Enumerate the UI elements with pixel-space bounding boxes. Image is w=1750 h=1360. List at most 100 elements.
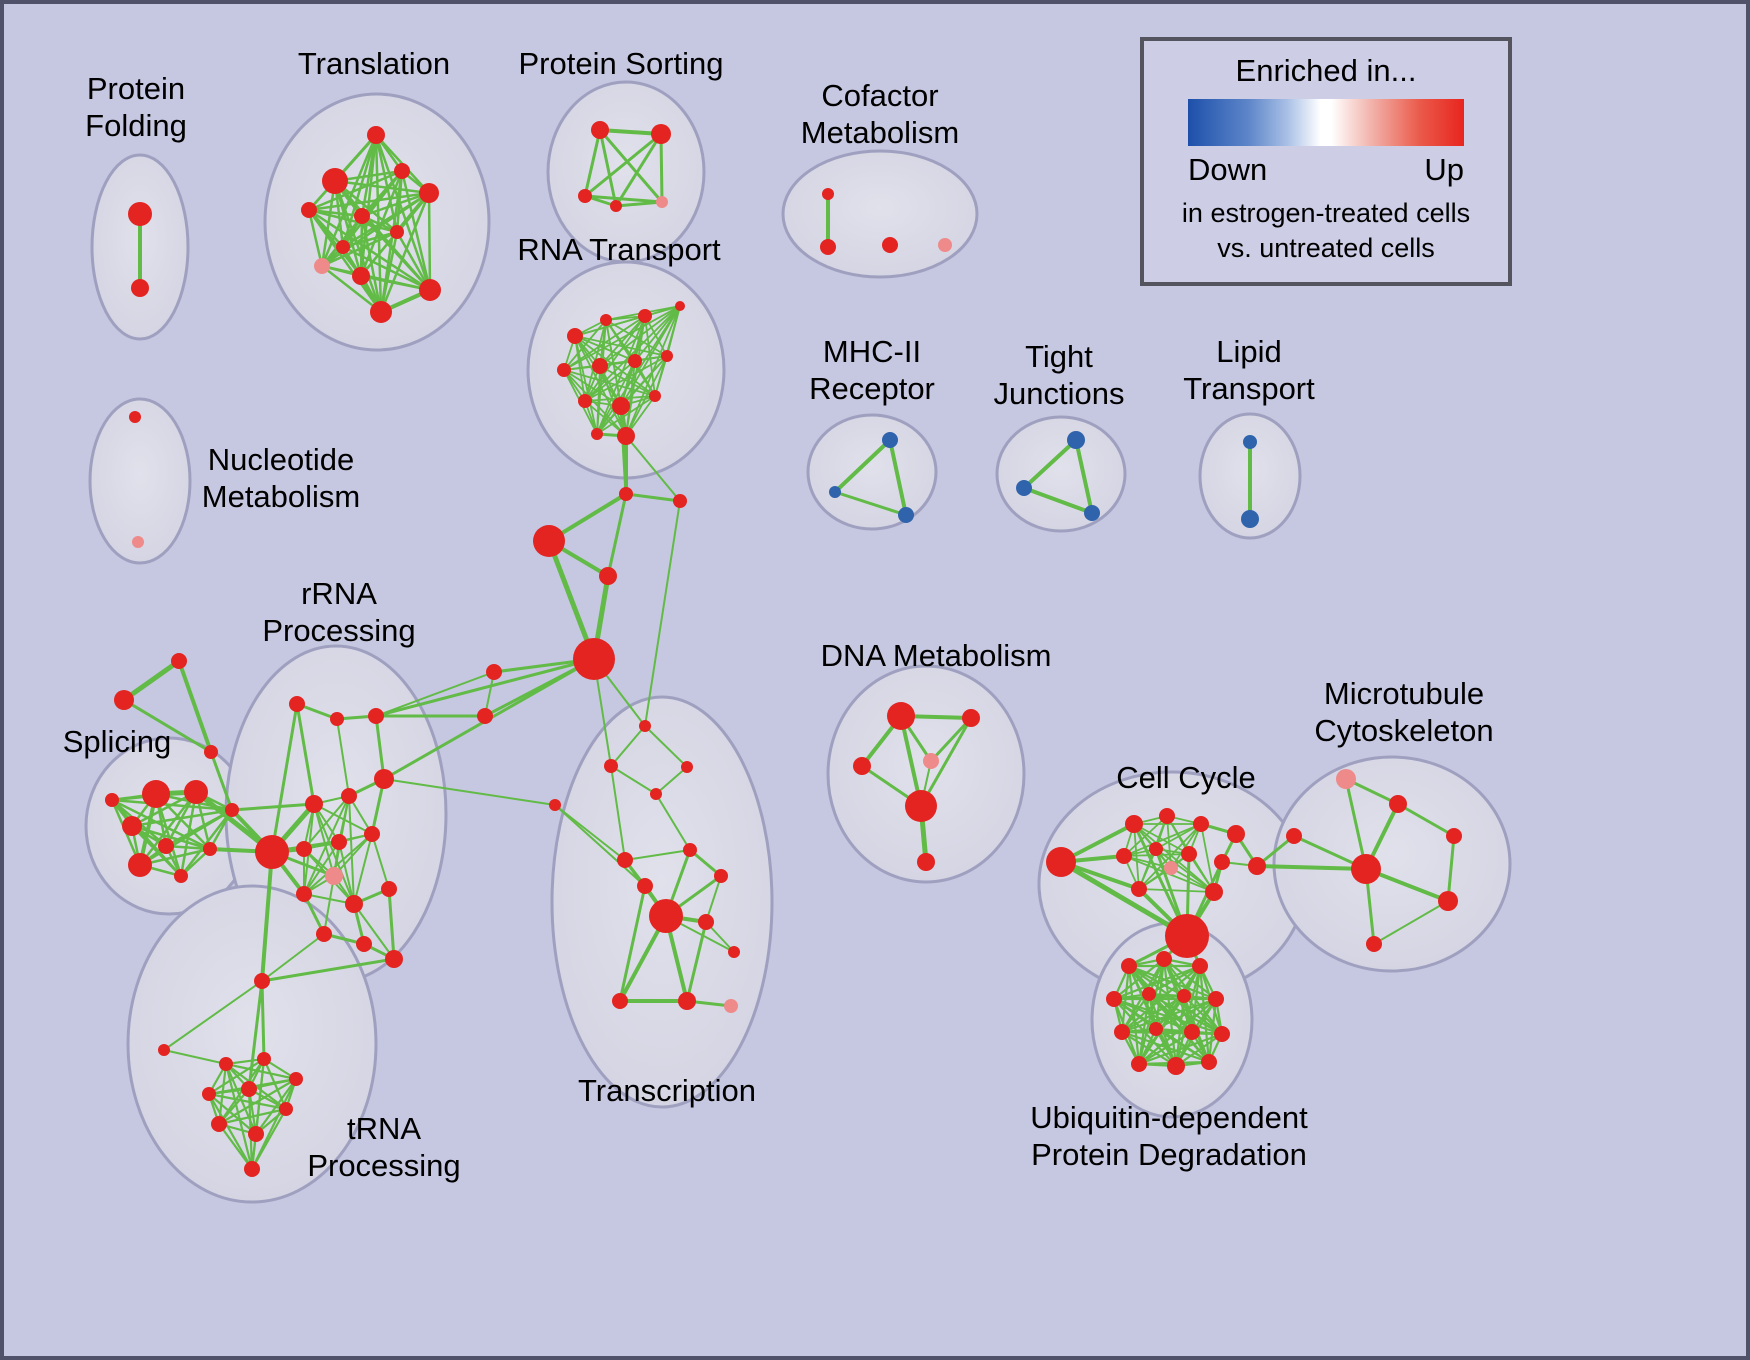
geneset-node-u2 bbox=[114, 690, 134, 710]
geneset-node-tj2 bbox=[1016, 480, 1032, 496]
edge-rr14-rr17 bbox=[387, 887, 396, 961]
legend-gradient-bar bbox=[1188, 99, 1464, 146]
geneset-node-ps4 bbox=[610, 200, 622, 212]
edge-t1-t11 bbox=[374, 133, 432, 292]
edge-rr17-tp1 bbox=[260, 957, 396, 983]
edge-tj1-tj2 bbox=[1022, 438, 1078, 490]
edge-rr7-rr1 bbox=[270, 702, 299, 854]
edge-tr10-tr13 bbox=[685, 920, 708, 1003]
geneset-node-ub7 bbox=[1208, 991, 1224, 1007]
edge-ub7-ub8 bbox=[1120, 997, 1218, 1034]
geneset-node-x6 bbox=[486, 664, 502, 680]
geneset-node-ub5 bbox=[1142, 987, 1156, 1001]
edge-rr2-rr5 bbox=[336, 718, 350, 797]
edge-rt7-rt9 bbox=[584, 360, 636, 402]
geneset-node-cf4 bbox=[938, 238, 952, 252]
edge-tp1-tp7 bbox=[247, 979, 264, 1091]
edge-rr10-rr11 bbox=[333, 833, 373, 877]
edge-rt4-rt5 bbox=[563, 305, 681, 371]
geneset-node-cc1 bbox=[1046, 847, 1076, 877]
edge-rr10-rr12 bbox=[303, 833, 373, 895]
geneset-node-m2 bbox=[829, 486, 841, 498]
geneset-node-x7 bbox=[477, 708, 493, 724]
cluster-label-nucleotide-metabolism: Metabolism bbox=[202, 479, 361, 514]
geneset-node-u1 bbox=[171, 653, 187, 669]
geneset-node-tp8 bbox=[279, 1102, 293, 1116]
edge-tp9-tp11 bbox=[217, 1122, 254, 1171]
node-layer bbox=[105, 121, 1462, 1177]
geneset-node-dn4 bbox=[923, 753, 939, 769]
edge-t2-t5 bbox=[333, 179, 431, 195]
edge-x2-x5 bbox=[546, 538, 597, 662]
cluster-label-cofactor-metabolism: Cofactor bbox=[821, 78, 938, 113]
geneset-node-rr17 bbox=[385, 950, 403, 968]
geneset-node-rt4 bbox=[675, 301, 685, 311]
edge-rr3-rr6 bbox=[374, 714, 386, 781]
geneset-node-sp1 bbox=[142, 780, 170, 808]
edge-x1-x4 bbox=[606, 492, 628, 578]
legend-caption-line1: in estrogen-treated cells bbox=[1181, 198, 1471, 228]
edge-rt4-rt7 bbox=[634, 305, 681, 362]
edge-rr4-rr11 bbox=[313, 803, 335, 877]
edge-rt1-rt7 bbox=[574, 335, 636, 362]
edge-t3-t4 bbox=[307, 169, 404, 212]
geneset-node-x8 bbox=[549, 799, 561, 811]
edge-tp6-tp10 bbox=[207, 1092, 258, 1136]
geneset-node-cc2 bbox=[1125, 815, 1143, 833]
geneset-node-rt3 bbox=[638, 309, 652, 323]
edge-ps2-ps5 bbox=[659, 132, 664, 204]
geneset-node-t9 bbox=[314, 258, 330, 274]
edge-dn2-dn4 bbox=[929, 716, 973, 763]
geneset-node-tp4 bbox=[257, 1052, 271, 1066]
geneset-node-tp5 bbox=[289, 1072, 303, 1086]
edge-t7-t10 bbox=[359, 230, 399, 278]
cluster-label-trna-processing: tRNA bbox=[347, 1111, 421, 1146]
geneset-node-nm1 bbox=[129, 411, 141, 423]
cluster-ellipse-microtubule-cytoskeleton bbox=[1272, 755, 1512, 973]
edge-ps4-ps5 bbox=[614, 200, 664, 208]
geneset-node-rr1 bbox=[289, 696, 305, 712]
edge-cc4-cc11 bbox=[1138, 823, 1202, 890]
geneset-node-tp2 bbox=[158, 1044, 170, 1056]
edge-rr7-tp1 bbox=[260, 850, 274, 983]
legend-end-labels: Down Up bbox=[1162, 152, 1490, 188]
geneset-node-tr11 bbox=[728, 946, 740, 958]
edge-t8-t11 bbox=[341, 245, 432, 292]
edge-rt2-rt5 bbox=[563, 319, 607, 371]
geneset-node-lt2 bbox=[1241, 510, 1259, 528]
geneset-node-sp5 bbox=[128, 853, 152, 877]
edge-t6-t11 bbox=[360, 214, 432, 292]
edge-cc14-mt4 bbox=[1255, 864, 1368, 871]
edge-u3-sp8 bbox=[209, 750, 234, 812]
edge-t2-t7 bbox=[333, 179, 399, 234]
geneset-node-cc13 bbox=[1165, 914, 1209, 958]
edge-ub10-ub12 bbox=[1137, 1030, 1194, 1066]
edge-rt3-rt6 bbox=[599, 315, 646, 367]
edge-rt7-rt13 bbox=[596, 360, 636, 435]
cluster-label-protein-sorting: Protein Sorting bbox=[518, 46, 723, 81]
geneset-node-cf1 bbox=[822, 188, 834, 200]
edge-ub11-ub12 bbox=[1137, 1032, 1224, 1066]
geneset-node-m1 bbox=[882, 432, 898, 448]
geneset-node-tr5 bbox=[617, 852, 633, 868]
geneset-node-cc7 bbox=[1149, 842, 1163, 856]
edge-rt8-rt9 bbox=[584, 355, 668, 402]
geneset-node-rr8 bbox=[296, 841, 312, 857]
edge-u1-u3 bbox=[177, 659, 213, 754]
geneset-node-cc14 bbox=[1248, 857, 1266, 875]
edge-ub3-ub4 bbox=[1112, 964, 1202, 1001]
geneset-node-t1 bbox=[367, 126, 385, 144]
legend-down-label: Down bbox=[1188, 152, 1268, 187]
edge-ub7-ub9 bbox=[1154, 997, 1218, 1031]
geneset-node-sp4 bbox=[158, 838, 174, 854]
geneset-node-rr3 bbox=[368, 708, 384, 724]
geneset-node-cc6 bbox=[1116, 848, 1132, 864]
geneset-node-ub11 bbox=[1214, 1026, 1230, 1042]
geneset-node-tr8 bbox=[637, 878, 653, 894]
edge-m1-m2 bbox=[833, 438, 892, 494]
edge-tr8-tr12 bbox=[618, 884, 647, 1003]
geneset-node-tp6 bbox=[202, 1087, 216, 1101]
geneset-node-rt9 bbox=[578, 394, 592, 408]
geneset-node-tr14 bbox=[724, 999, 738, 1013]
